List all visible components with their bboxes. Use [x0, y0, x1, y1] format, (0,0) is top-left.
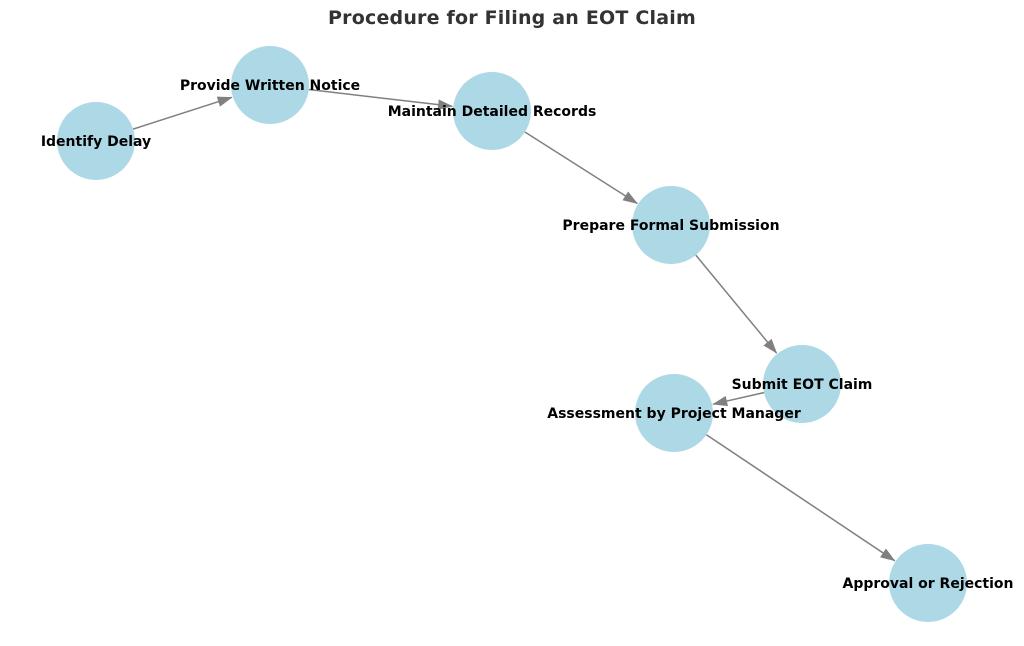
node-provide-written-notice [231, 46, 309, 124]
node-submit-eot-claim [763, 345, 841, 423]
edge-maintain-detailed-records-to-prepare-formal-submission [524, 131, 638, 205]
edge-prepare-formal-submission-to-submit-eot-claim [695, 254, 778, 354]
node-label-provide-written-notice: Provide Written Notice [180, 78, 360, 94]
node-label-maintain-detailed-records: Maintain Detailed Records [388, 104, 597, 120]
node-label-prepare-formal-submission: Prepare Formal Submission [562, 218, 779, 234]
node-approval-or-rejection [889, 544, 967, 622]
edge-provide-written-notice-to-maintain-detailed-records [308, 88, 454, 110]
node-label-identify-delay: Identify Delay [41, 134, 151, 150]
edge-assessment-by-project-manager-to-approval-or-rejection [705, 434, 896, 562]
nodes-layer [57, 46, 967, 622]
edge-submit-eot-claim-to-assessment-by-project-manager [712, 391, 765, 407]
node-maintain-detailed-records [453, 72, 531, 150]
node-assessment-by-project-manager [635, 374, 713, 452]
labels-layer: Identify Delay Provide Written NoticeMain… [41, 78, 1014, 592]
figure-title: Procedure for Filing an EOT Claim [328, 7, 696, 29]
edge-identify-delay-to-provide-written-notice [132, 96, 233, 130]
node-identify-delay [57, 102, 135, 180]
node-label-assessment-by-project-manager: Assessment by Project Manager [547, 406, 801, 422]
edges-layer [132, 88, 896, 562]
node-label-approval-or-rejection: Approval or Rejection [843, 576, 1014, 592]
node-prepare-formal-submission [632, 186, 710, 264]
node-label-submit-eot-claim: Submit EOT Claim [732, 377, 873, 393]
